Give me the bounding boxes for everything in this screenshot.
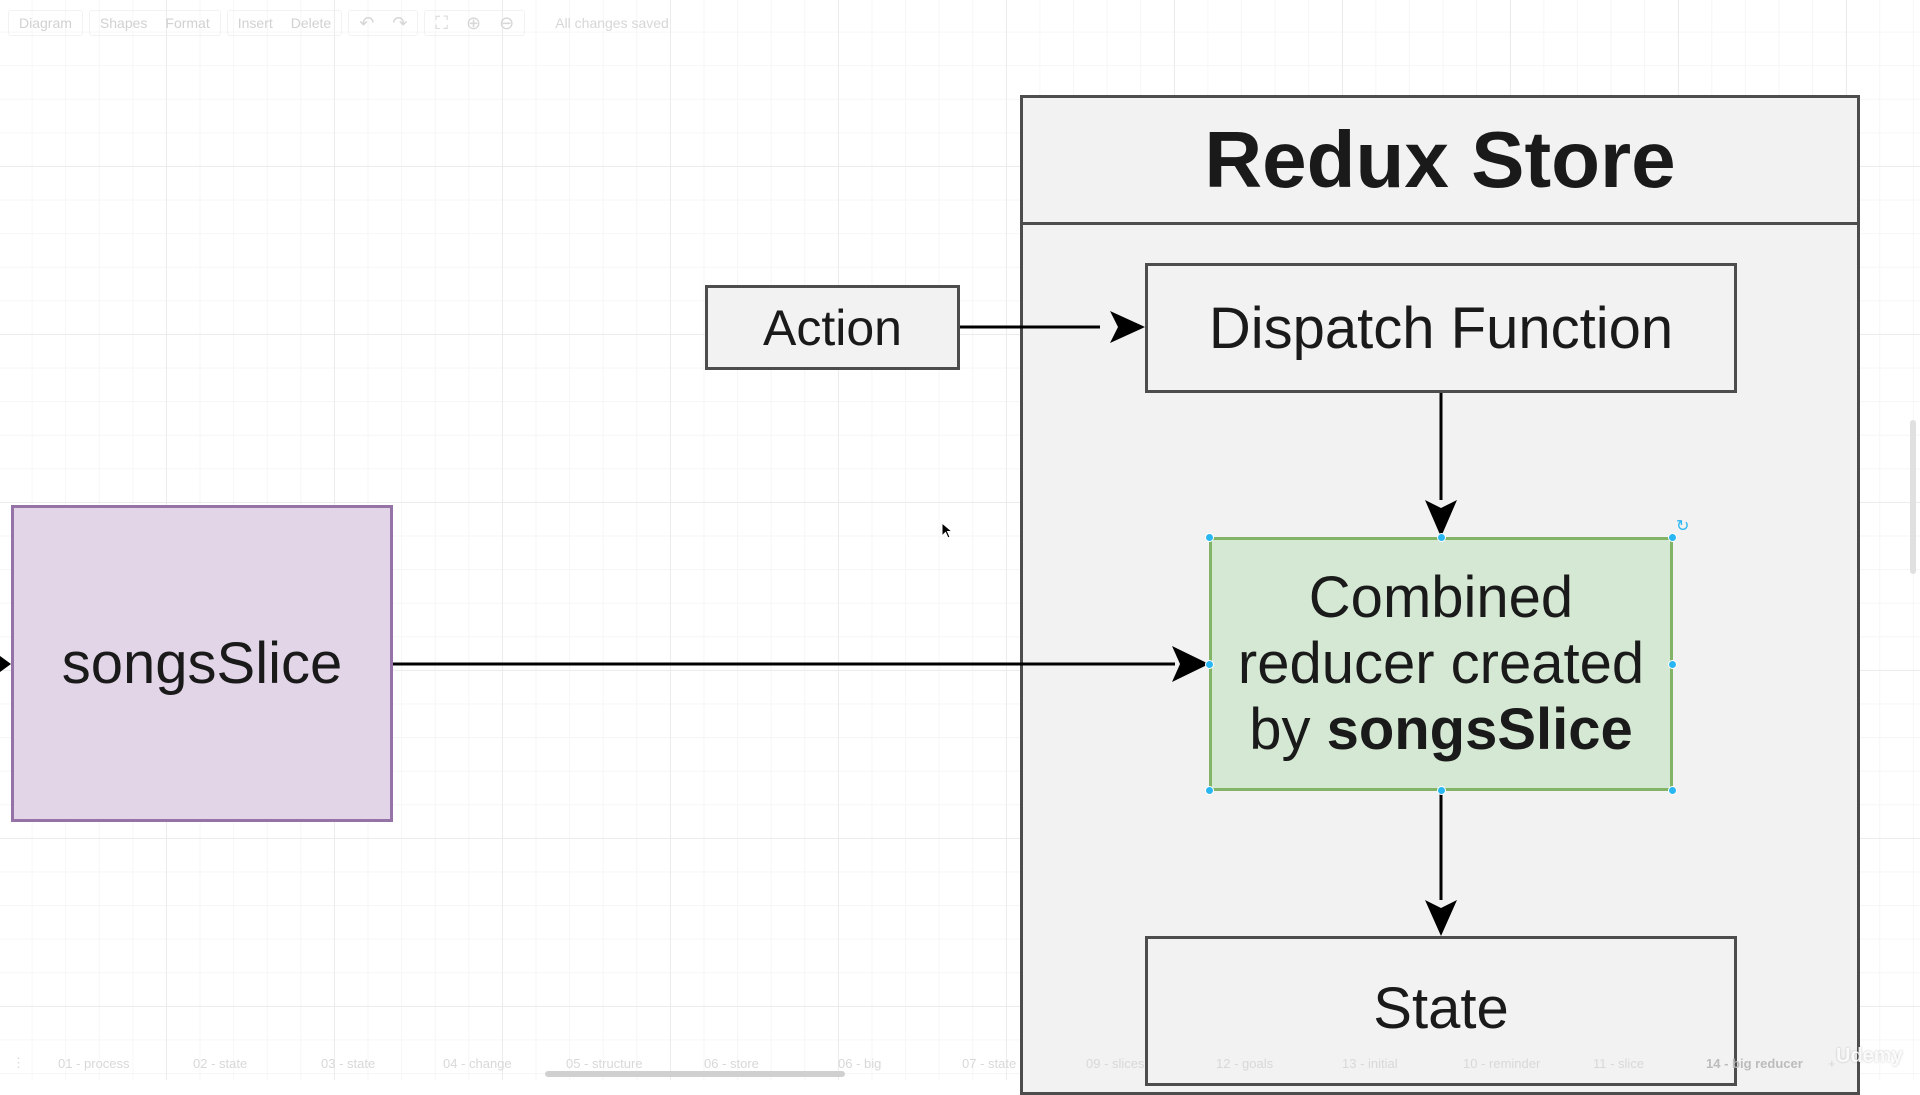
state-label: State — [1373, 976, 1509, 1041]
reducer-to-state-arrowhead — [1425, 900, 1457, 936]
panels-group: Shapes Format — [88, 10, 221, 36]
dispatch-label: Dispatch Function — [1208, 295, 1674, 361]
page-tab[interactable]: 06 - big — [838, 1055, 882, 1071]
rotate-handle-icon[interactable]: ↻ — [1676, 518, 1690, 535]
resize-handle-w[interactable] — [1205, 660, 1214, 669]
action-to-dispatch-arrowhead — [1110, 311, 1145, 343]
zoom-out-icon[interactable]: ⊖ — [499, 12, 515, 33]
delete-button[interactable]: Delete — [290, 15, 332, 31]
dispatch-function-node[interactable]: Dispatch Function — [1145, 263, 1737, 393]
action-node[interactable]: Action — [705, 285, 960, 370]
fullscreen-icon[interactable]: ⛶ — [435, 12, 449, 33]
page-tab[interactable]: 11 - slice — [1593, 1055, 1645, 1071]
page-tab[interactable]: 07 - state — [962, 1055, 1017, 1071]
diagram-menu-group: Diagram — [8, 10, 83, 36]
page-tab[interactable]: 01 - process — [58, 1055, 130, 1071]
horizontal-scrollbar[interactable] — [545, 1071, 845, 1077]
toolbar: Diagram Shapes Format Insert Delete ↶ ↷ … — [8, 10, 669, 36]
action-label: Action — [763, 299, 902, 356]
resize-handle-s[interactable] — [1437, 786, 1446, 795]
store-title: Redux Store — [1023, 98, 1857, 225]
redo-icon[interactable]: ↷ — [392, 12, 408, 33]
reducer-line-3-prefix: by — [1249, 697, 1327, 762]
slice-to-reducer-arrowhead — [1172, 646, 1209, 682]
resize-handle-e[interactable] — [1668, 660, 1677, 669]
reducer-line-3: by songsSlice — [1238, 697, 1644, 763]
page-tab[interactable]: 02 - state — [193, 1055, 248, 1071]
reducer-line-2: reducer created — [1237, 631, 1645, 696]
vertical-scrollbar[interactable] — [1910, 420, 1916, 574]
history-group: ↶ ↷ — [348, 10, 419, 36]
edit-group: Insert Delete — [226, 10, 343, 36]
reducer-line-1: Combined — [1308, 565, 1574, 630]
insert-button[interactable]: Insert — [237, 15, 273, 31]
page-tab[interactable]: 05 - structure — [566, 1055, 643, 1071]
save-status: All changes saved — [555, 15, 669, 31]
songs-slice-node[interactable]: songsSlice — [11, 505, 393, 822]
page-tab[interactable]: 04 - change — [443, 1055, 512, 1071]
diagram-menu[interactable]: Diagram — [19, 15, 72, 31]
undo-icon[interactable]: ↶ — [359, 12, 375, 33]
add-page-icon[interactable]: + — [1828, 1055, 1836, 1071]
dispatch-to-reducer-arrowhead — [1425, 500, 1457, 537]
state-node[interactable]: State — [1145, 936, 1737, 1086]
shapes-button[interactable]: Shapes — [99, 15, 148, 31]
page-tab[interactable]: 10 - reminder — [1463, 1055, 1541, 1071]
offscreen-arrowhead — [0, 656, 11, 672]
page-tabs: ⋮ 01 - process 02 - state 03 - state 04 … — [0, 1052, 1920, 1074]
mouse-cursor-icon — [941, 522, 953, 539]
page-menu-icon[interactable]: ⋮ — [12, 1055, 25, 1070]
songs-slice-label: songsSlice — [61, 631, 343, 696]
zoom-in-icon[interactable]: ⊕ — [466, 12, 482, 33]
page-tab[interactable]: 09 - slices — [1086, 1055, 1145, 1071]
page-tab[interactable]: 06 - store — [704, 1055, 759, 1071]
resize-handle-sw[interactable] — [1205, 786, 1214, 795]
resize-handle-n[interactable] — [1437, 533, 1446, 542]
page-tab[interactable]: 03 - state — [321, 1055, 376, 1071]
resize-handle-nw[interactable] — [1205, 533, 1214, 542]
format-button[interactable]: Format — [165, 15, 210, 31]
view-group: ⛶ ⊕ ⊖ — [424, 10, 526, 36]
resize-handle-ne[interactable] — [1668, 533, 1677, 542]
page-tab-active[interactable]: 14 - big reducer — [1706, 1055, 1803, 1071]
reducer-line-3-bold: songsSlice — [1326, 697, 1633, 762]
resize-handle-se[interactable] — [1668, 786, 1677, 795]
combined-reducer-node[interactable]: Combined reducer created by songsSlice — [1209, 537, 1673, 791]
page-tab[interactable]: 12 - goals — [1216, 1055, 1274, 1071]
udemy-watermark: Udemy — [1836, 1045, 1903, 1067]
page-tab[interactable]: 13 - initial — [1342, 1055, 1398, 1071]
